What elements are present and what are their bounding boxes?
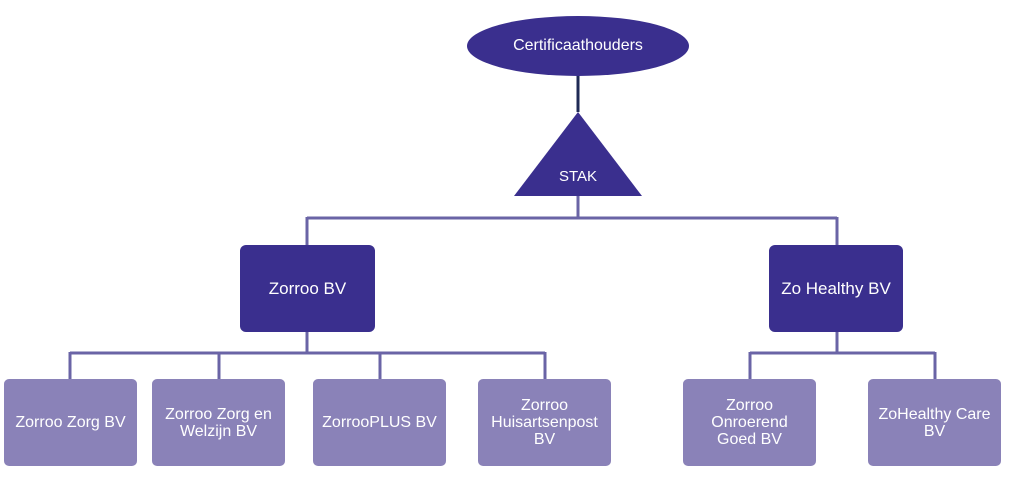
stak-triangle <box>514 112 642 196</box>
root-node-label: Certificaathouders <box>513 37 643 54</box>
node-zorroo-onroerend-goed-bv-label: Zorroo Onroerend Goed BV <box>711 397 788 448</box>
node-zorroo-bv-label: Zorroo BV <box>268 278 347 298</box>
node-zorrooplus-bv-label: ZorrooPLUS BV <box>322 414 437 431</box>
node-zorrooplus-bv: ZorrooPLUS BV <box>313 379 446 466</box>
node-zorroo-zorg-en-welzijn-bv-label: Zorroo Zorg en Welzijn BV <box>165 405 272 440</box>
node-zorroo-zorg-bv: Zorroo Zorg BV <box>4 379 137 466</box>
node-zorroo-huisartsenpost-bv-label: Zorroo Huisartsenpost BV <box>491 397 598 448</box>
node-zorroo-onroerend-goed-bv: Zorroo Onroerend Goed BV <box>683 379 816 466</box>
node-zohealthy-care-bv-label: ZoHealthy Care BV <box>878 405 991 440</box>
node-zorroo-bv: Zorroo BV <box>240 245 375 332</box>
node-zorroo-huisartsenpost-bv: Zorroo Huisartsenpost BV <box>478 379 611 466</box>
node-zo-healthy-bv: Zo Healthy BV <box>769 245 903 332</box>
node-zo-healthy-bv-label: Zo Healthy BV <box>781 278 891 298</box>
node-zohealthy-care-bv: ZoHealthy Care BV <box>868 379 1001 466</box>
stak-node-label: STAK <box>558 168 598 185</box>
node-zorroo-zorg-en-welzijn-bv: Zorroo Zorg en Welzijn BV <box>152 379 285 466</box>
node-zorroo-zorg-bv-label: Zorroo Zorg BV <box>15 414 126 431</box>
root-node-certificaathouders: Certificaathouders <box>467 16 689 76</box>
